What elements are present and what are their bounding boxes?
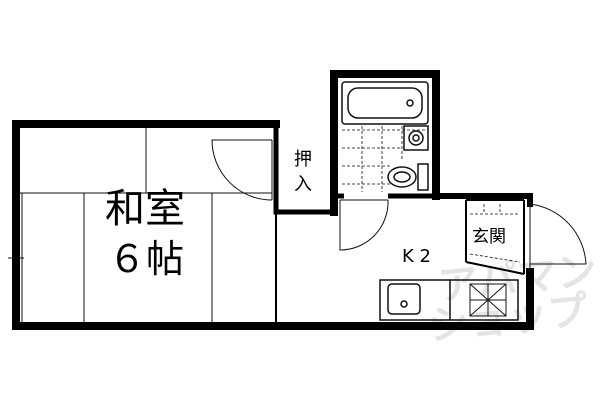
interior-walls <box>273 124 525 326</box>
kitchen-counter <box>379 279 519 321</box>
washbasin <box>403 125 429 151</box>
stove-icon <box>469 283 507 317</box>
washitsu-label-line2: ６帖 <box>108 237 184 281</box>
doors <box>211 139 587 272</box>
closet-label-line2: 入 <box>294 174 312 195</box>
entrance-tiles <box>469 204 521 263</box>
entrance-label: 玄関 <box>472 227 506 247</box>
toilet <box>387 163 429 191</box>
outer-walls <box>12 70 534 330</box>
washitsu-label-line1: 和室 <box>105 186 185 232</box>
tatami-lines <box>8 128 272 322</box>
watermark-logo: アパマン ショップ <box>426 248 599 350</box>
bathroom-tiles <box>342 126 428 192</box>
bathtub <box>341 81 429 125</box>
kitchen-sink <box>387 283 421 315</box>
kitchen-label: K 2 <box>402 246 431 267</box>
closet-label-line1: 押 <box>294 149 312 170</box>
